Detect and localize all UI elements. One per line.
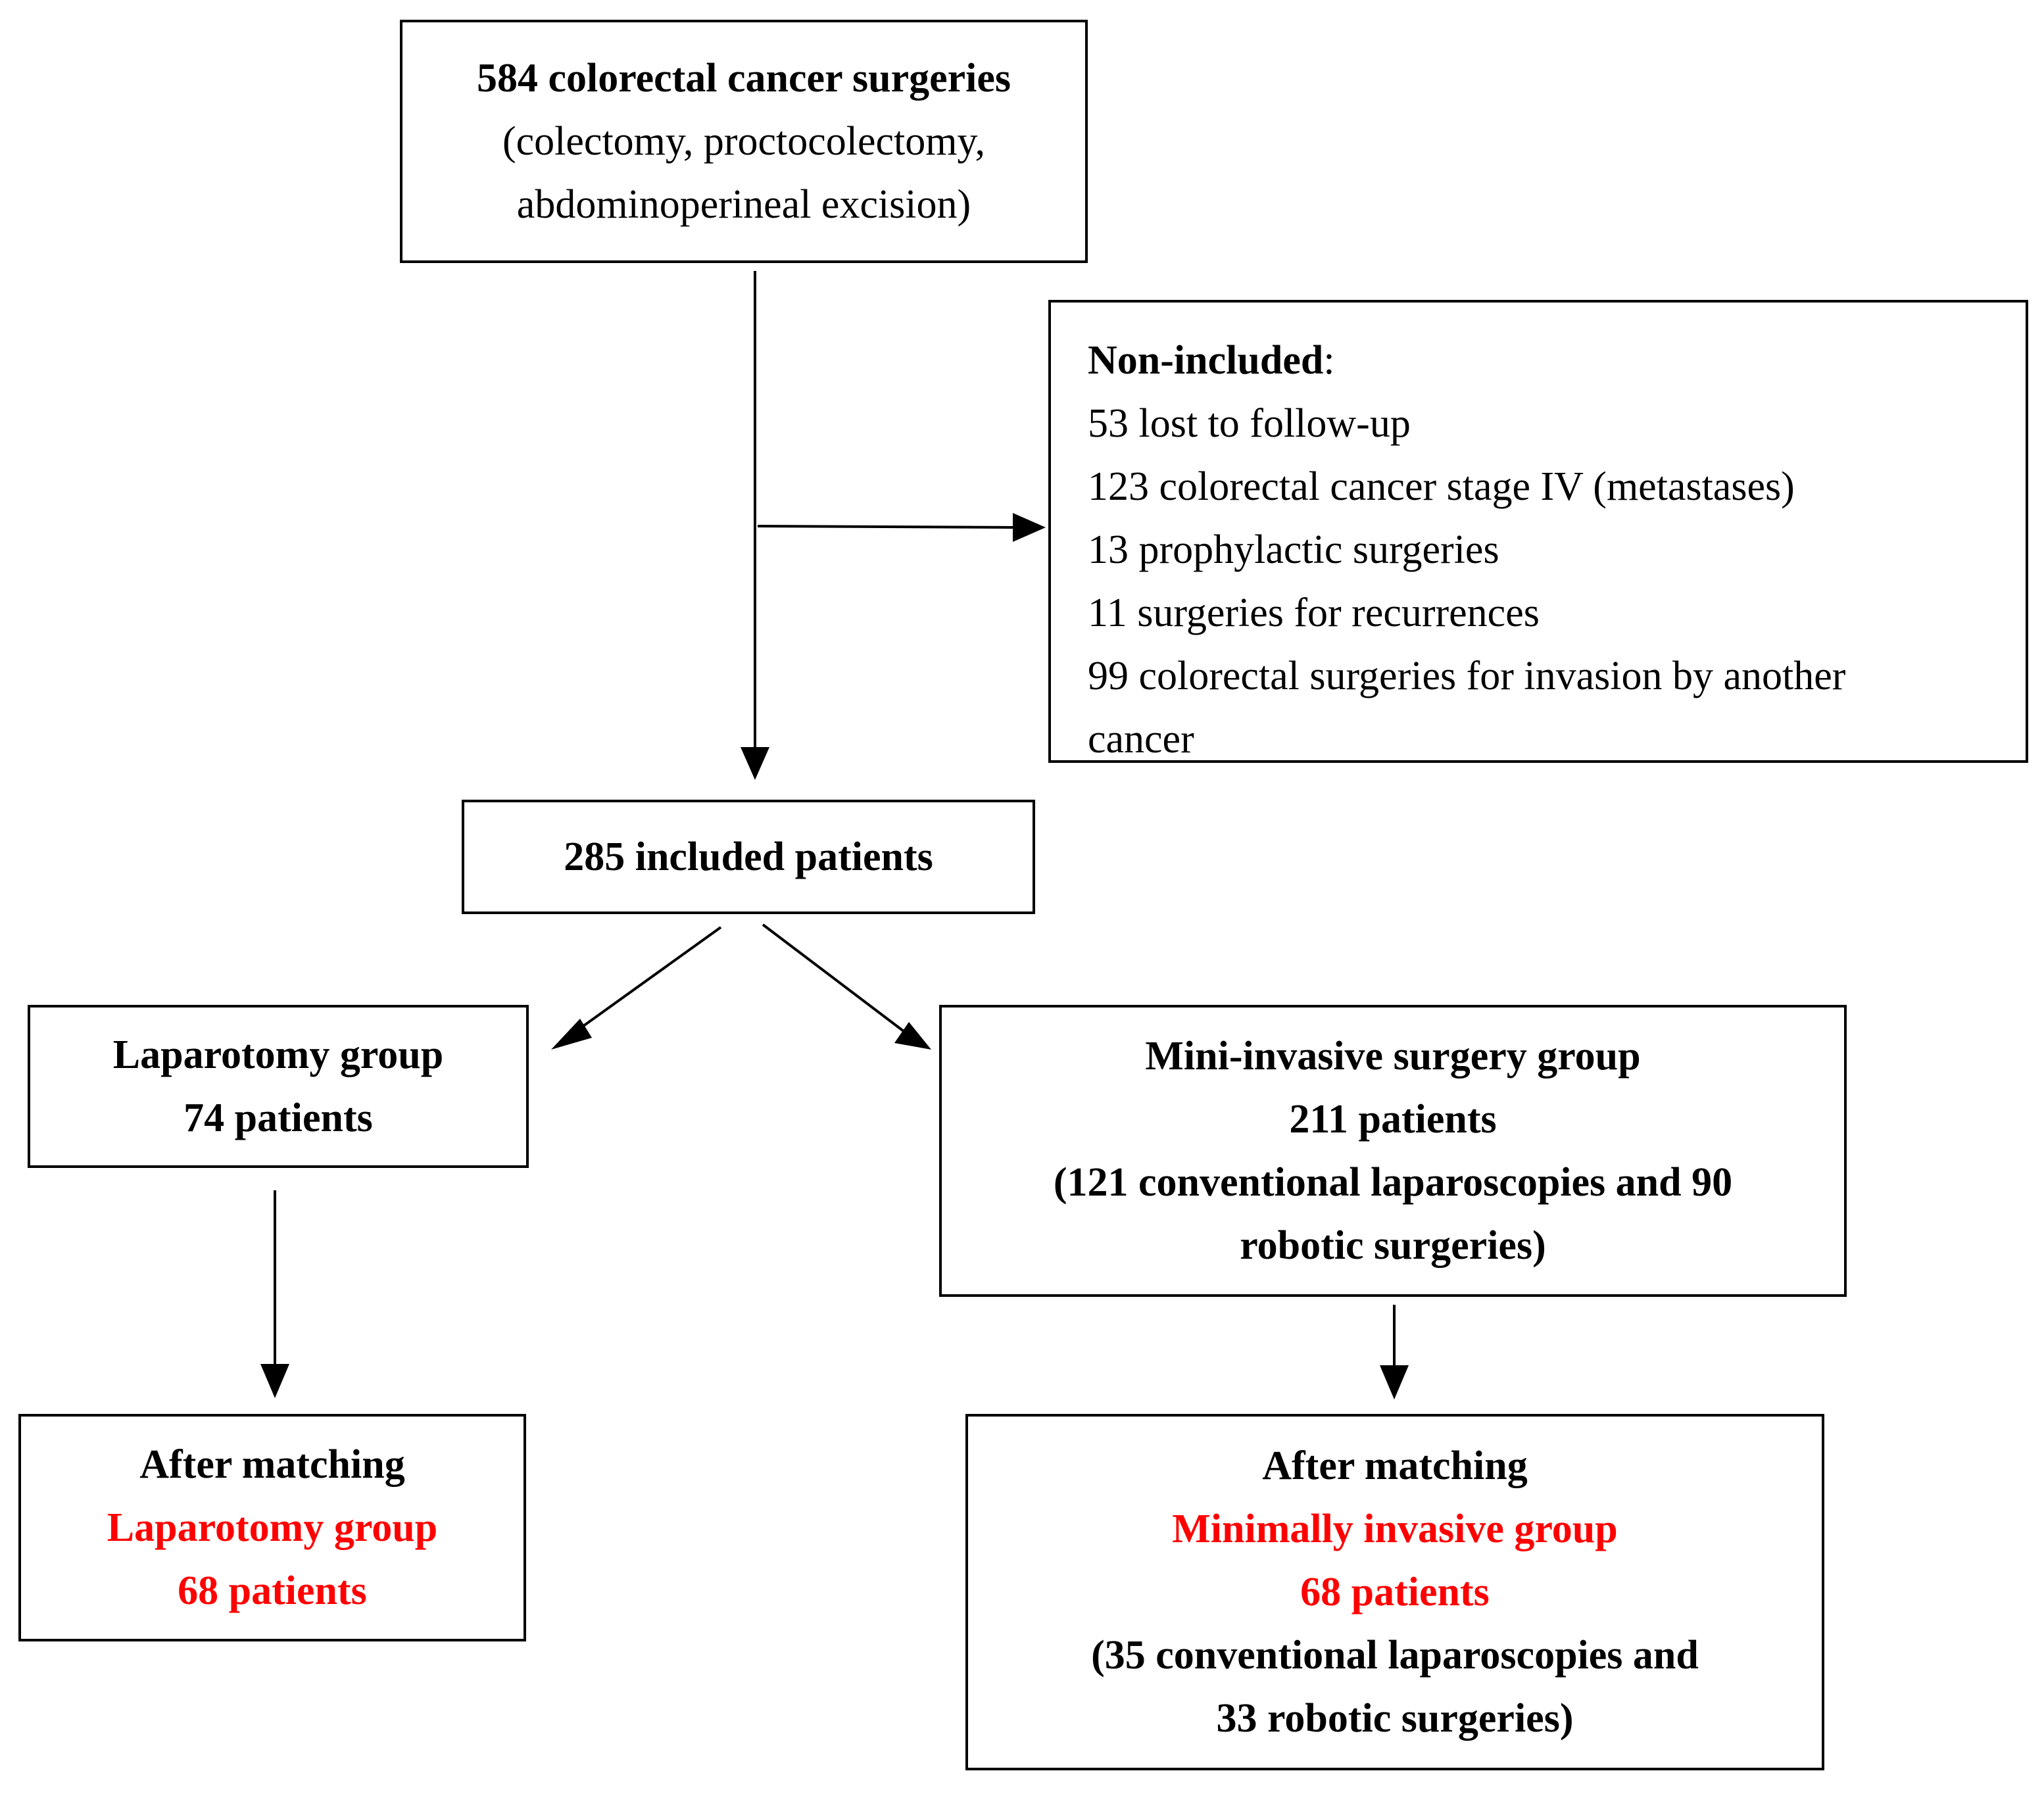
mini-invasive-detail-1: (121 conventional laparoscopies and 90 <box>1053 1160 1733 1205</box>
mini-invasive-matched-count: 68 patients <box>1300 1570 1490 1614</box>
mini-invasive-matched-detail-1: (35 conventional laparoscopies and <box>1091 1633 1699 1678</box>
exclusion-heading-suffix: : <box>1323 338 1335 383</box>
mini-invasive-matched-heading: After matching <box>1262 1444 1528 1488</box>
laparotomy-matched-box: After matching Laparotomy group 68 patie… <box>18 1414 526 1641</box>
exclusion-item: 53 lost to follow-up <box>1088 401 1411 446</box>
arrow-included-to-mini-invasive <box>762 923 931 1050</box>
laparotomy-count: 74 patients <box>183 1096 373 1140</box>
mini-invasive-count: 211 patients <box>1289 1097 1497 1142</box>
arrow-laparotomy-to-matched <box>260 1190 289 1398</box>
top-box-title: 584 colorectal cancer surgeries <box>476 56 1011 101</box>
mini-invasive-matched-box: After matching Minimally invasive group … <box>965 1414 1824 1770</box>
arrow-to-exclusion <box>757 513 1046 542</box>
arrow-top-to-included <box>741 271 769 780</box>
mini-invasive-matched-detail-2: 33 robotic surgeries) <box>1216 1696 1574 1741</box>
mini-invasive-detail-2: robotic surgeries) <box>1240 1223 1546 1268</box>
mini-invasive-title: Mini-invasive surgery group <box>1145 1034 1641 1079</box>
mini-invasive-matched-group: Minimally invasive group <box>1172 1507 1618 1551</box>
laparotomy-matched-count: 68 patients <box>178 1568 367 1613</box>
exclusion-item: 13 prophylactic surgeries <box>1088 527 1499 572</box>
laparotomy-matched-heading: After matching <box>139 1442 405 1487</box>
laparotomy-title: Laparotomy group <box>112 1032 444 1077</box>
top-box-line-3: abdominoperineal excision) <box>516 182 971 227</box>
top-box: 584 colorectal cancer surgeries (colecto… <box>400 20 1088 263</box>
arrow-mini-invasive-to-matched <box>1380 1305 1409 1399</box>
included-label: 285 included patients <box>564 835 933 879</box>
included-box: 285 included patients <box>462 800 1035 914</box>
mini-invasive-box: Mini-invasive surgery group 211 patients… <box>939 1005 1847 1297</box>
laparotomy-box: Laparotomy group 74 patients <box>28 1005 529 1168</box>
top-box-line-2: (colectomy, proctocolectomy, <box>502 119 985 164</box>
exclusion-item: 11 surgeries for recurrences <box>1088 591 1540 635</box>
exclusion-heading-line: Non-included: <box>1088 329 2026 392</box>
exclusion-box: Non-included: 53 lost to follow-up 123 c… <box>1048 300 2028 763</box>
exclusion-item: 99 colorectal surgeries for invasion by … <box>1088 654 1846 762</box>
exclusion-item: 123 colorectal cancer stage IV (metastas… <box>1088 464 1795 509</box>
exclusion-heading: Non-included <box>1088 338 1324 383</box>
arrow-included-to-laparotomy <box>551 926 722 1050</box>
laparotomy-matched-group: Laparotomy group <box>107 1505 438 1550</box>
